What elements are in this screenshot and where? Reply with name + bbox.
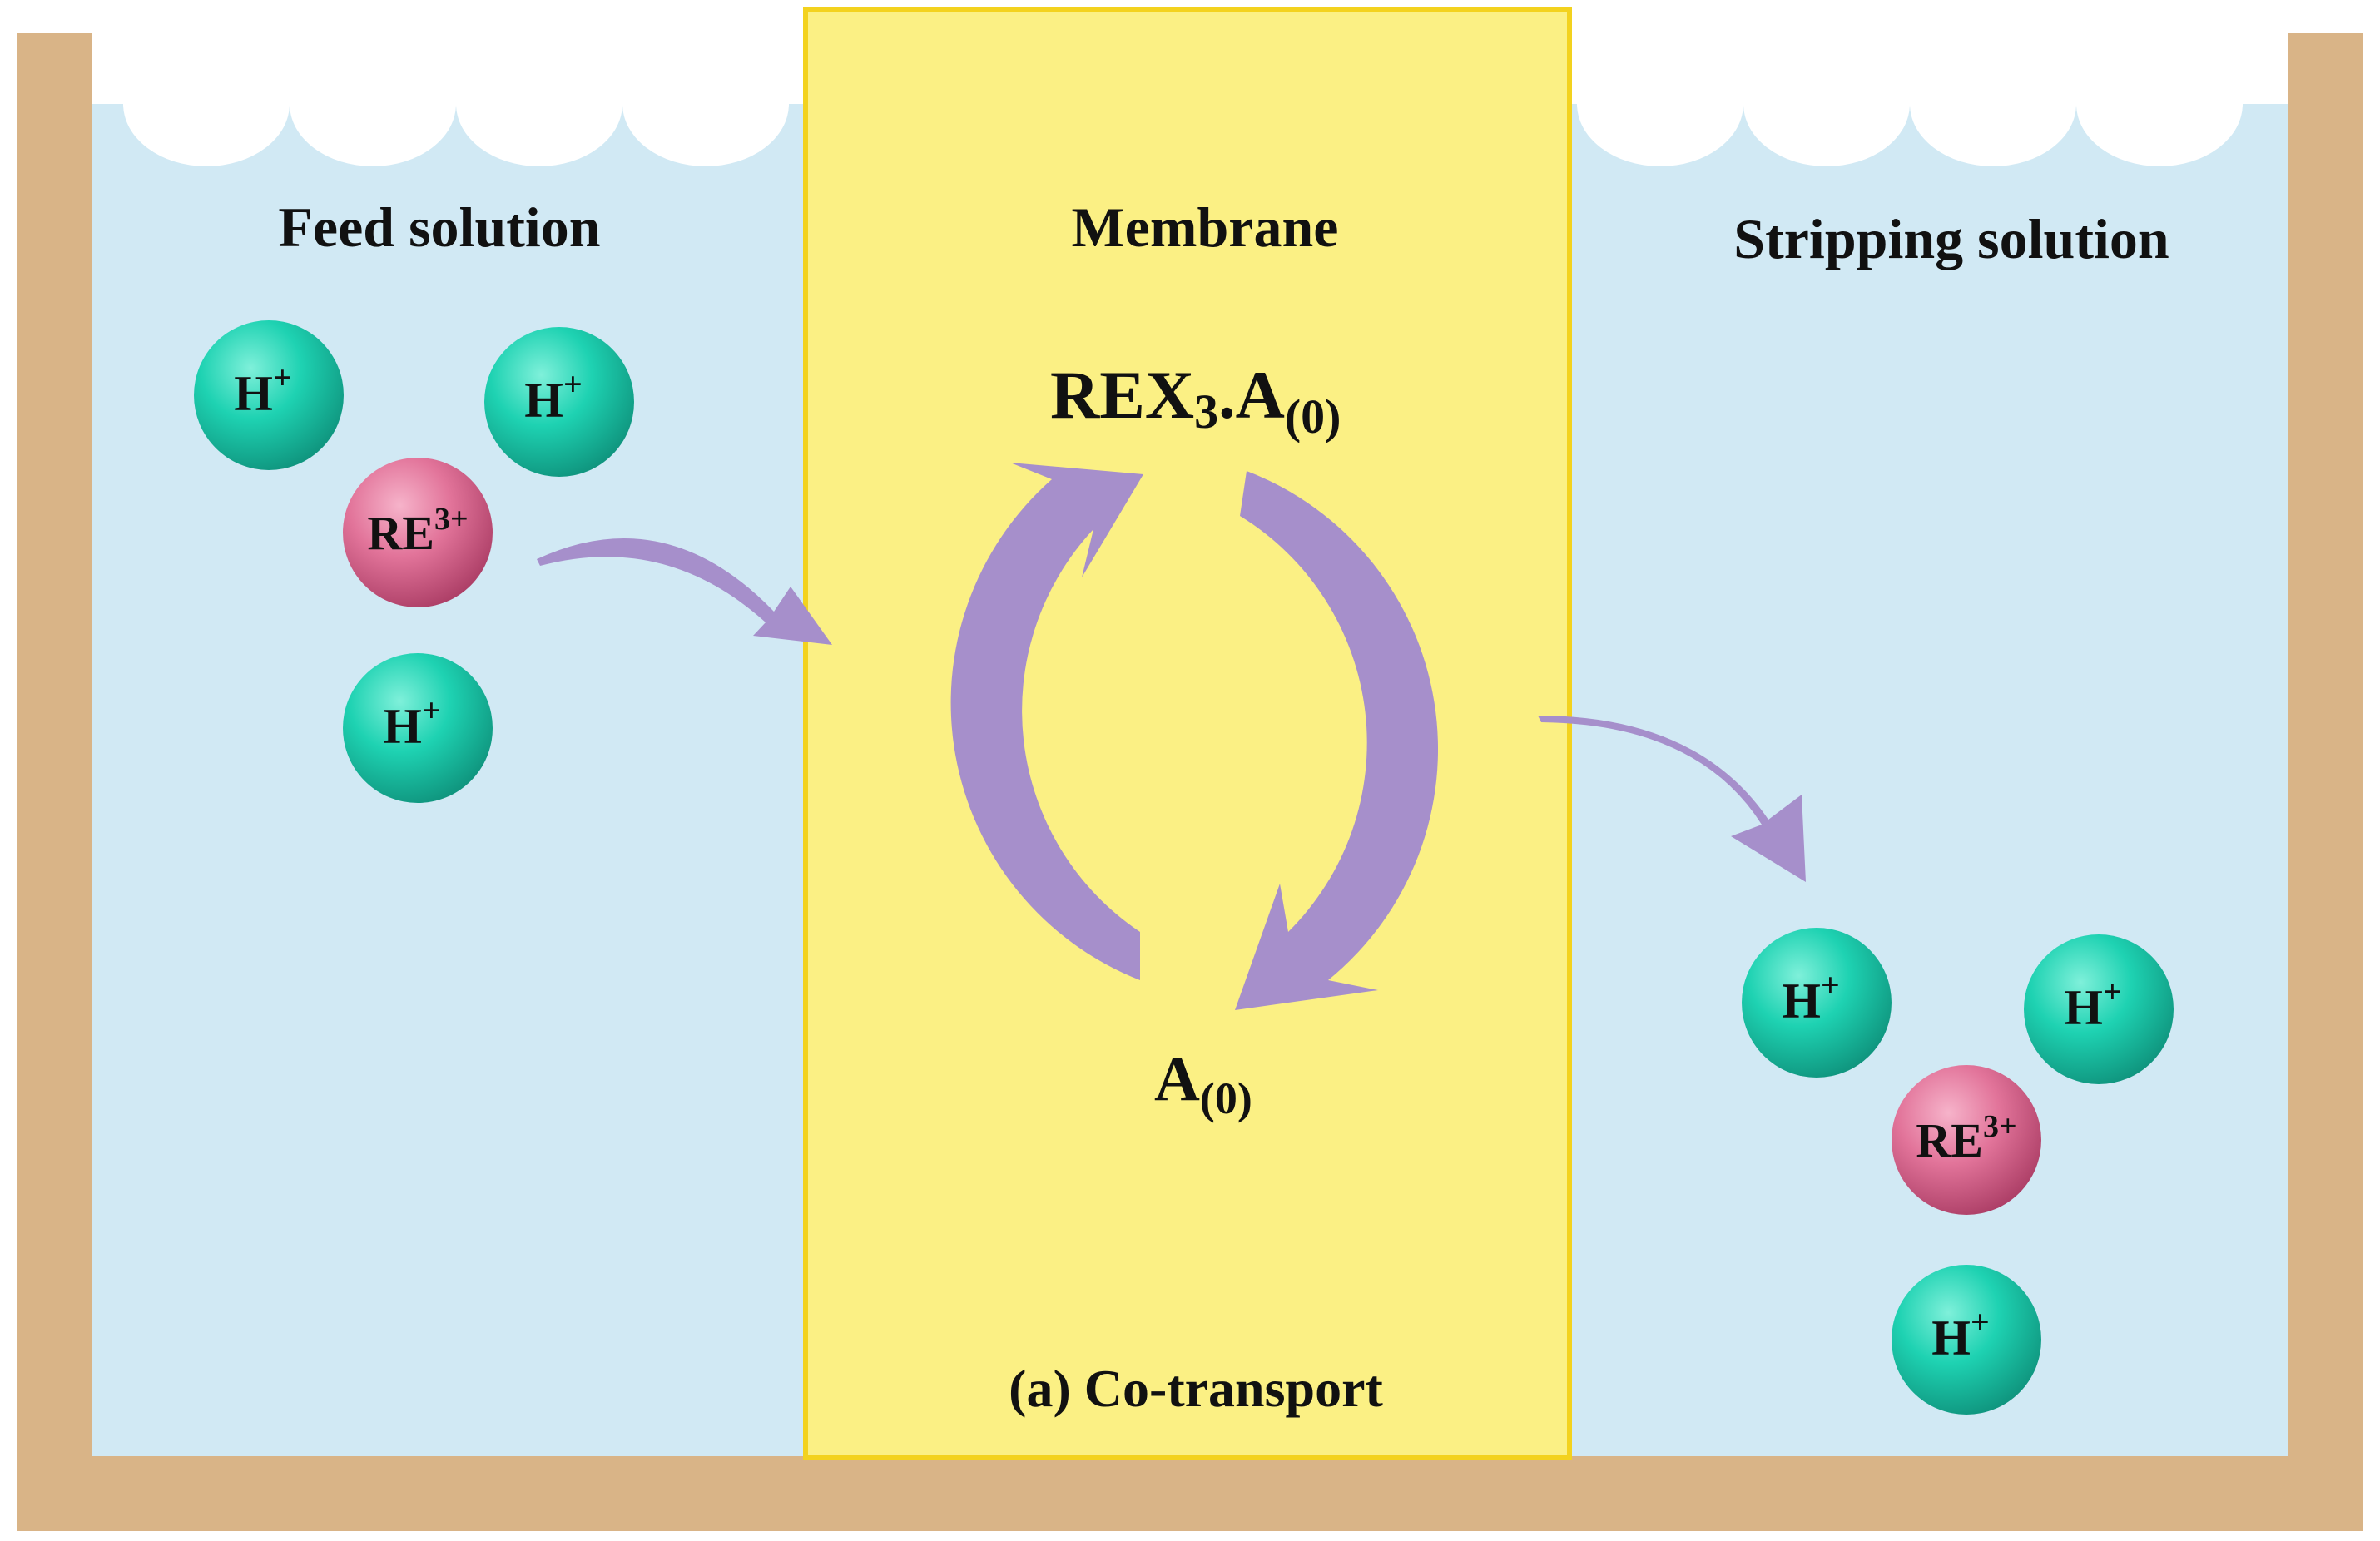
- stripping-ion-cluster: H+ H+ RE3+ H+: [1742, 928, 2174, 1415]
- complex-base: REX: [1050, 357, 1194, 433]
- proton-label: H: [1931, 1311, 1971, 1365]
- carrier-phase: (0): [1200, 1073, 1252, 1123]
- proton-charge: +: [1821, 966, 1840, 1003]
- feed-ion-cluster: H+ H+ RE3+ H+: [194, 320, 634, 803]
- proton-sphere-icon: H+: [1892, 1265, 2041, 1415]
- rare-earth-charge: 3+: [1983, 1109, 2017, 1144]
- proton-label: H: [524, 373, 563, 428]
- curved-transfer-arrow-icon: [537, 538, 1806, 882]
- proton-charge: +: [1971, 1303, 1990, 1340]
- complex-phase: (0): [1285, 389, 1341, 443]
- carrier-base: A: [1154, 1044, 1200, 1114]
- svg-text:H+: H+: [524, 365, 582, 428]
- circular-cycle-arrows-icon: [950, 463, 1439, 1010]
- cycle-arrow-right-downward: [1235, 471, 1439, 1010]
- rare-earth-charge: 3+: [434, 502, 469, 537]
- feed-to-membrane-arrow: [537, 538, 832, 645]
- tank-wall-right: [2288, 33, 2363, 1531]
- membrane: [803, 7, 1572, 1460]
- tank-floor: [17, 1456, 2363, 1531]
- complex-subscript: 3: [1194, 384, 1218, 439]
- feed-solution-label: Feed solution: [278, 196, 600, 259]
- proton-sphere-icon: H+: [343, 653, 493, 803]
- proton-label: H: [383, 699, 422, 754]
- rare-earth-label: RE: [1916, 1113, 1983, 1167]
- proton-sphere-icon: H+: [1742, 928, 1892, 1078]
- proton-charge: +: [422, 691, 441, 729]
- carrier-label: A(0): [1154, 1044, 1252, 1123]
- proton-sphere-icon: H+: [484, 327, 634, 477]
- svg-text:H+: H+: [2064, 973, 2121, 1035]
- surface-waves: [123, 104, 2243, 166]
- tank-wall-left: [17, 33, 92, 1531]
- svg-text:H+: H+: [234, 359, 291, 421]
- proton-label: H: [1782, 974, 1821, 1028]
- complex-dot-a: .A: [1218, 357, 1285, 433]
- rare-earth-ion-sphere-icon: RE3+: [343, 458, 493, 607]
- stripping-solution-label: Stripping solution: [1733, 207, 2169, 270]
- cycle-arrow-left-upward: [950, 463, 1143, 980]
- complex-label: REX3.A(0): [1050, 357, 1341, 443]
- svg-text:H+: H+: [1782, 966, 1839, 1028]
- proton-sphere-icon: H+: [194, 320, 344, 470]
- proton-label: H: [2064, 980, 2103, 1035]
- svg-text:RE3+: RE3+: [1916, 1109, 2016, 1167]
- caption: (a) Co-transport: [1009, 1359, 1383, 1418]
- membrane-label: Membrane: [1071, 196, 1338, 259]
- rare-earth-ion-sphere-icon: RE3+: [1892, 1065, 2041, 1215]
- membrane-to-stripping-arrow: [1538, 716, 1806, 882]
- proton-sphere-icon: H+: [2024, 934, 2174, 1084]
- rare-earth-label: RE: [367, 506, 434, 560]
- proton-charge: +: [273, 359, 292, 396]
- svg-text:H+: H+: [383, 691, 440, 754]
- svg-text:RE3+: RE3+: [367, 502, 468, 560]
- proton-charge: +: [2103, 973, 2122, 1010]
- proton-charge: +: [563, 365, 583, 403]
- svg-text:H+: H+: [1931, 1303, 1989, 1365]
- proton-label: H: [234, 366, 273, 421]
